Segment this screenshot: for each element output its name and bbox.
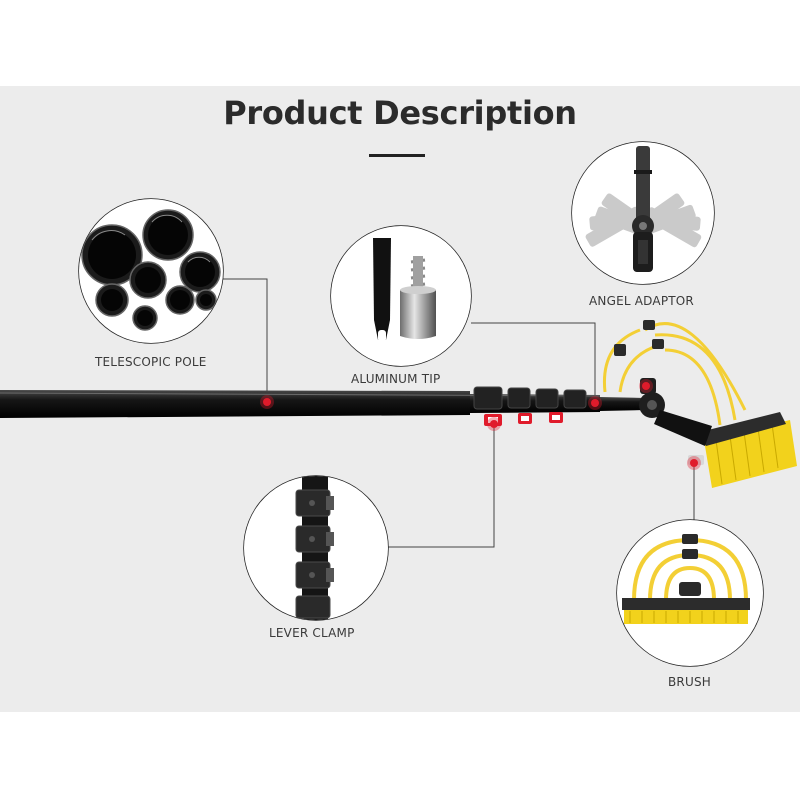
label-telescopic-pole: TELESCOPIC POLE <box>95 355 207 369</box>
connector-lines <box>219 278 695 548</box>
page-title: Product Description <box>223 94 577 132</box>
label-brush: BRUSH <box>668 675 711 689</box>
title-underline <box>369 154 425 157</box>
brush-head <box>602 320 797 488</box>
angel-adaptor-inset <box>571 141 715 285</box>
aluminum-tip-inset <box>330 225 472 367</box>
telescopic-pole-inset <box>78 198 224 344</box>
label-angel-adaptor: ANGEL ADAPTOR <box>589 294 694 308</box>
brush-inset <box>616 519 764 667</box>
label-aluminum-tip: ALUMINUM TIP <box>351 372 441 386</box>
pole-assembly <box>0 320 797 488</box>
lever-clamp-inset <box>243 475 389 621</box>
callout-markers <box>260 379 701 470</box>
label-lever-clamp: LEVER CLAMP <box>269 626 355 640</box>
